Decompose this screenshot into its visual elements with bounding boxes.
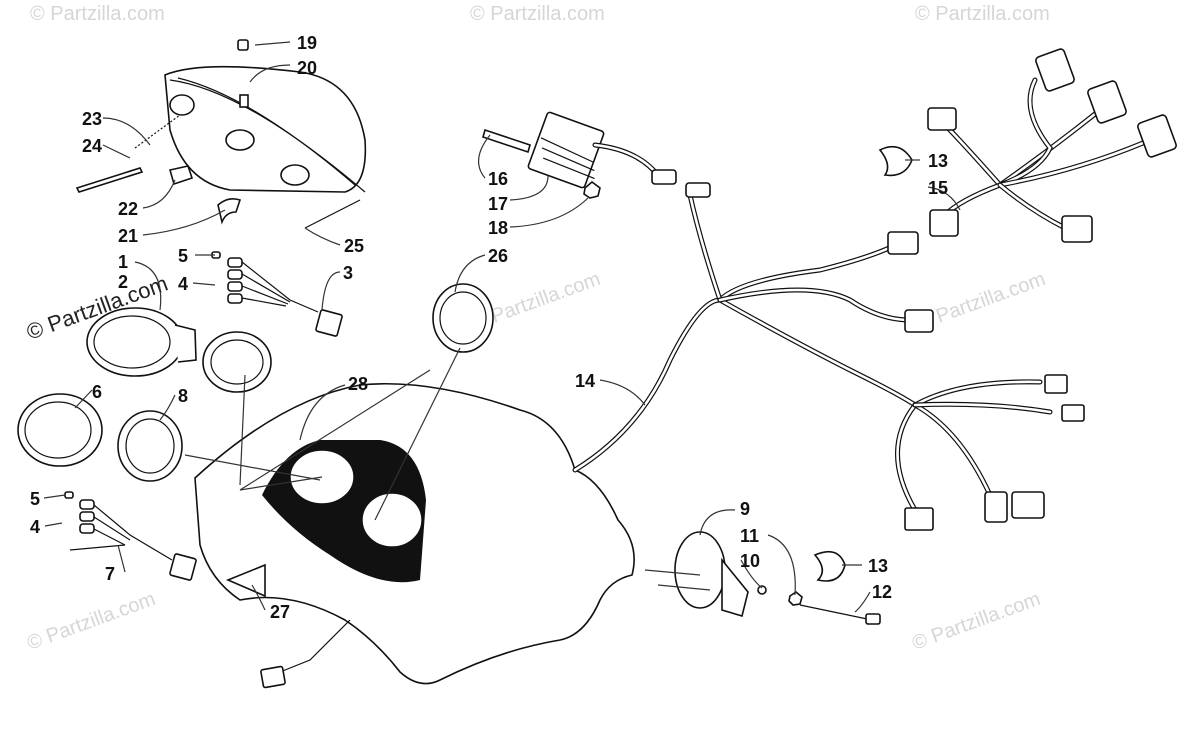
callout-11: 11 [740,526,759,546]
callout-28: 28 [348,374,368,394]
callout-16: 16 [488,169,508,189]
callout-18: 18 [488,218,508,238]
drive-assembly [674,531,881,625]
watermark-text: © Partzilla.com [915,3,1050,25]
callout-labels: 19 20 23 24 22 21 25 5 1 2 4 3 16 17 18 … [30,33,948,622]
callout-26: 26 [488,246,508,266]
watermark-text: © Partzilla.com [470,3,605,25]
voltage-regulator [482,111,605,199]
callout-9: 9 [740,499,750,519]
callout-22: 22 [118,199,138,219]
callout-13: 13 [868,556,888,576]
gauge-group [17,283,494,482]
callout-2: 2 [118,272,128,292]
callout-21: 21 [118,226,138,246]
watermark-text: © Partzilla.com [914,268,1048,335]
callout-14: 14 [575,371,595,391]
callout-7: 7 [105,564,115,584]
callout-5: 5 [30,489,40,509]
callout-23: 23 [82,109,102,129]
callout-1: 1 [118,252,128,272]
callout-19: 19 [297,33,317,53]
callout-12: 12 [872,582,892,602]
callout-4: 4 [178,274,188,294]
dash-panel [194,382,635,689]
callout-27: 27 [270,602,290,622]
wiring-harness [572,48,1177,531]
callout-3: 3 [343,263,353,283]
bulb-pigtails [64,251,343,581]
callout-10: 10 [740,551,760,571]
leader-lines [43,41,961,613]
callout-24: 24 [82,136,102,156]
callout-25: 25 [344,236,364,256]
watermark-text: © Partzilla.com [24,588,158,655]
callout-20: 20 [297,58,317,78]
watermark-text: © Partzilla.com [30,3,165,25]
callout-8: 8 [178,386,188,406]
callout-4: 4 [30,517,40,537]
callout-17: 17 [488,194,508,214]
callout-5: 5 [178,246,188,266]
callout-15: 15 [928,178,948,198]
watermark-text: © Partzilla.com [909,588,1043,655]
headlight-assembly [75,39,367,229]
callout-6: 6 [92,382,102,402]
callout-13: 13 [928,151,948,171]
